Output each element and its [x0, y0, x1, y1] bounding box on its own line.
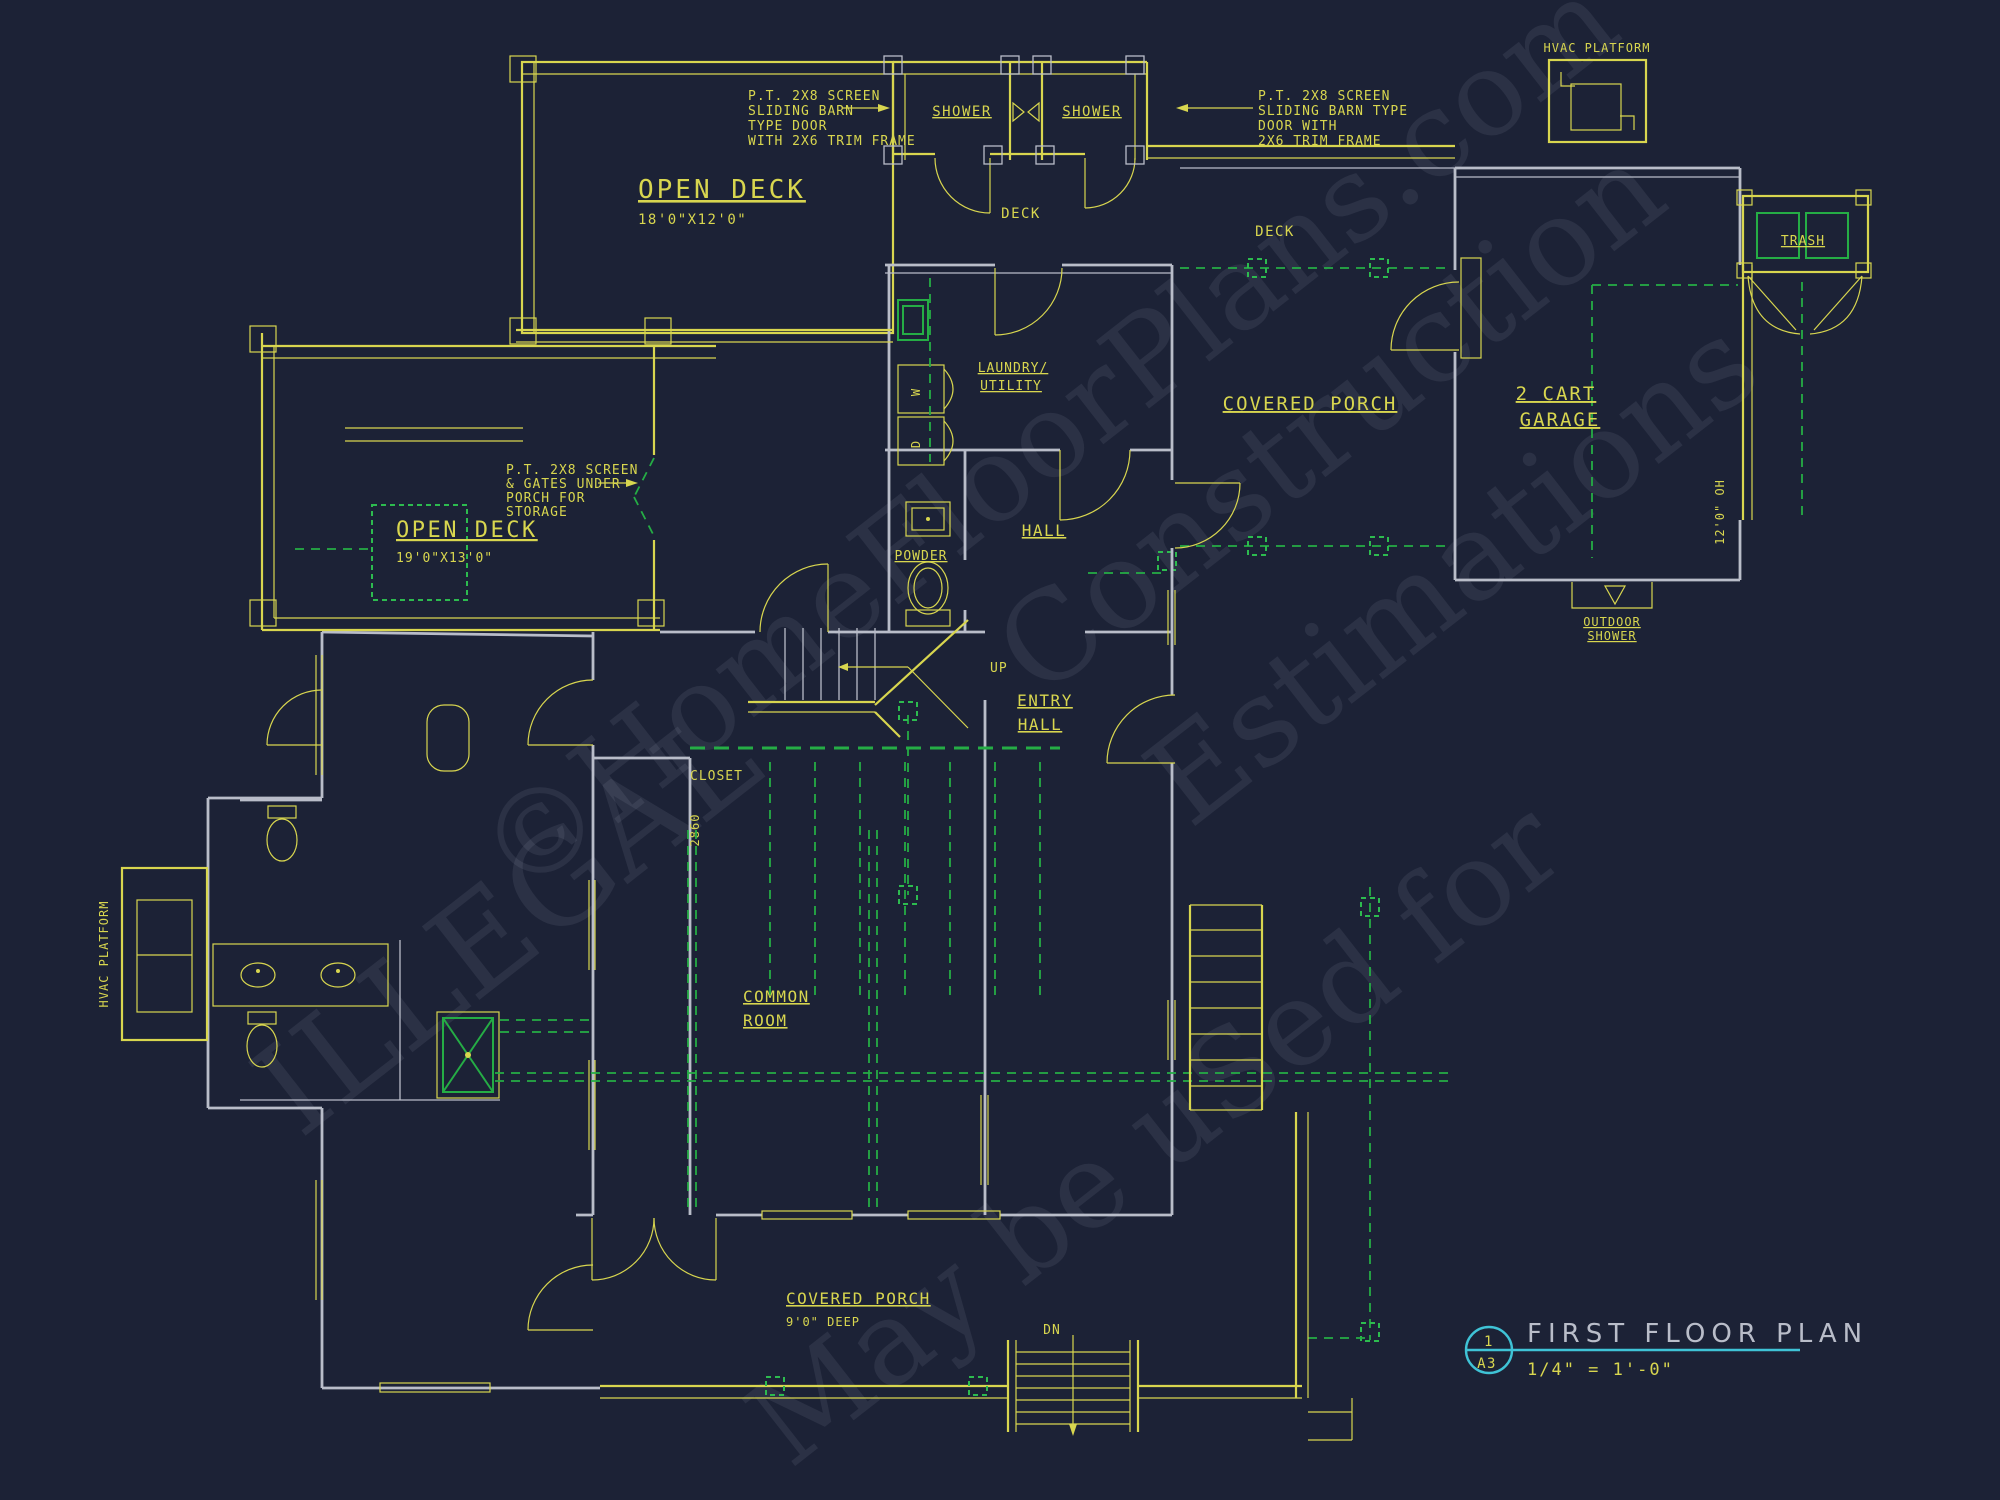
label-dn: DN — [1043, 1323, 1061, 1338]
label-garage-2: GARAGE — [1520, 409, 1601, 431]
label-hvac-top: HVAC PLATFORM — [1544, 41, 1651, 55]
svg-text:TYPE DOOR: TYPE DOOR — [748, 119, 827, 134]
svg-text:SLIDING BARN TYPE: SLIDING BARN TYPE — [1258, 104, 1408, 119]
svg-text:P.T. 2X8 SCREEN: P.T. 2X8 SCREEN — [1258, 89, 1390, 104]
title-block: 1 A3 FIRST FLOOR PLAN 1/4" = 1'-0" — [1464, 1319, 1868, 1380]
label-deck-mid: DECK — [1001, 206, 1041, 222]
garage: 2 CART GARAGE 12'0" OH — [1390, 166, 1803, 582]
label-shower-left: SHOWER — [932, 104, 992, 120]
powder-room: POWDER — [895, 501, 951, 627]
dryer-icon — [897, 416, 945, 466]
titleblock-sheet: A3 — [1477, 1356, 1497, 1372]
svg-text:WITH 2X6 TRIM FRAME: WITH 2X6 TRIM FRAME — [748, 134, 916, 149]
vanity-icon — [212, 943, 389, 1007]
arrow-icon — [1069, 1424, 1077, 1436]
arrow-icon — [626, 479, 638, 487]
laundry-room: W D LAUNDRY/ UTILITY — [897, 278, 1049, 466]
note-barn-door-left: P.T. 2X8 SCREEN SLIDING BARN TYPE DOOR W… — [748, 89, 916, 149]
note-storage: P.T. 2X8 SCREEN & GATES UNDER PORCH FOR … — [506, 463, 638, 520]
label-covered-porch-bottom-dims: 9'0" DEEP — [786, 1315, 860, 1329]
bathtub-icon — [426, 704, 470, 772]
label-common-room-1: COMMON — [743, 987, 810, 1006]
label-laundry-2: UTILITY — [980, 379, 1042, 394]
label-deck-right: DECK — [1255, 224, 1295, 240]
shower-triangle-icon — [1603, 585, 1627, 606]
sink-icon — [320, 962, 356, 988]
watermark-may: May be uSed for — [722, 774, 1587, 1492]
label-washer: W — [909, 388, 923, 396]
svg-text:DOOR WITH: DOOR WITH — [1258, 119, 1337, 134]
toilet-icon — [247, 1011, 277, 1025]
lower-open-deck: OPEN DECK 19'0"X13'0" — [249, 325, 893, 632]
label-common-room-2: ROOM — [743, 1011, 788, 1030]
sink-icon — [240, 962, 276, 988]
bottom-porch: COVERED PORCH 9'0" DEEP — [600, 1112, 1353, 1441]
label-hall: HALL — [1022, 521, 1067, 540]
hvac-platform-left: HVAC PLATFORM — [97, 866, 209, 1042]
titleblock-title: FIRST FLOOR PLAN — [1527, 1319, 1868, 1349]
label-dryer: D — [909, 440, 923, 448]
label-trash: TRASH — [1781, 234, 1825, 249]
arrow-icon — [838, 663, 848, 671]
label-outdoor-shower-2: SHOWER — [1587, 629, 1636, 643]
watermark-illegal: ILLEGAL — [227, 682, 787, 1165]
outdoor-shower: OUTDOOR SHOWER — [1571, 582, 1653, 643]
windows — [315, 590, 1176, 1393]
watermark-layer: ©HomeFloorPlans.com ILLEGAL May be uSed … — [227, 0, 1783, 1492]
label-up: UP — [990, 661, 1008, 676]
svg-text:PORCH FOR: PORCH FOR — [506, 491, 585, 506]
svg-text:P.T. 2X8 SCREEN: P.T. 2X8 SCREEN — [506, 463, 638, 478]
sliding-door-icon — [1012, 101, 1025, 123]
closet-joists: CLOSET — [500, 746, 1060, 1033]
doors — [266, 267, 1241, 1331]
toilet-icon — [267, 805, 297, 819]
label-open-deck-left: OPEN DECK — [396, 518, 538, 543]
label-open-deck-left-dims: 19'0"X13'0" — [396, 551, 493, 566]
label-entry-hall-2: HALL — [1018, 715, 1063, 734]
arrow-icon — [878, 104, 890, 112]
sink-icon — [905, 501, 951, 537]
appliance-icon — [897, 299, 929, 341]
label-dim-2860: 2860 — [688, 814, 702, 847]
label-garage-1: 2 CART — [1516, 383, 1597, 405]
bath-fixtures — [212, 704, 500, 1099]
hvac-platform-top: HVAC PLATFORM — [1544, 41, 1651, 144]
label-open-deck-top-dims: 18'0"X12'0" — [638, 212, 747, 228]
stairs-porch: DN — [1006, 1323, 1140, 1436]
covered-porch-right: COVERED PORCH — [1088, 258, 1452, 1342]
svg-text:SLIDING BARN: SLIDING BARN — [748, 104, 854, 119]
upper-open-deck: OPEN DECK 18'0"X12'0" — [509, 55, 895, 345]
svg-text:& GATES UNDER: & GATES UNDER — [506, 477, 621, 492]
label-garage-door: 12'0" OH — [1713, 479, 1727, 545]
label-powder: POWDER — [895, 549, 948, 564]
label-entry-hall-1: ENTRY — [1017, 691, 1073, 710]
toilet-icon — [907, 561, 949, 615]
stairs-main: UP 2860 — [688, 619, 1008, 847]
label-laundry-1: LAUNDRY/ — [978, 361, 1049, 376]
label-open-deck-top: OPEN DECK — [638, 175, 806, 205]
titleblock-scale: 1/4" = 1'-0" — [1527, 1360, 1674, 1380]
label-outdoor-shower-1: OUTDOOR — [1583, 615, 1641, 629]
titleblock-number: 1 — [1484, 1334, 1494, 1350]
sliding-door-icon — [1027, 101, 1040, 123]
entry-steps — [1188, 904, 1264, 1111]
label-covered-porch-bottom: COVERED PORCH — [786, 1289, 931, 1308]
washer-icon — [897, 364, 945, 414]
arrow-icon — [1176, 104, 1188, 112]
label-hvac-left: HVAC PLATFORM — [97, 901, 111, 1008]
shower-block: SHOWER SHOWER — [883, 55, 1149, 214]
trash-enclosure: TRASH — [1736, 189, 1872, 335]
deck-strip: DECK DECK — [1001, 144, 1455, 240]
svg-text:P.T. 2X8 SCREEN: P.T. 2X8 SCREEN — [748, 89, 880, 104]
entry-hall: ENTRY HALL — [898, 691, 1073, 905]
label-covered-porch-right: COVERED PORCH — [1223, 393, 1398, 415]
shower-pan-icon — [436, 1011, 500, 1099]
svg-text:STORAGE: STORAGE — [506, 505, 568, 520]
label-shower-right: SHOWER — [1062, 104, 1122, 120]
common-room: COMMON ROOM — [495, 830, 1452, 1213]
label-closet: CLOSET — [690, 769, 743, 784]
